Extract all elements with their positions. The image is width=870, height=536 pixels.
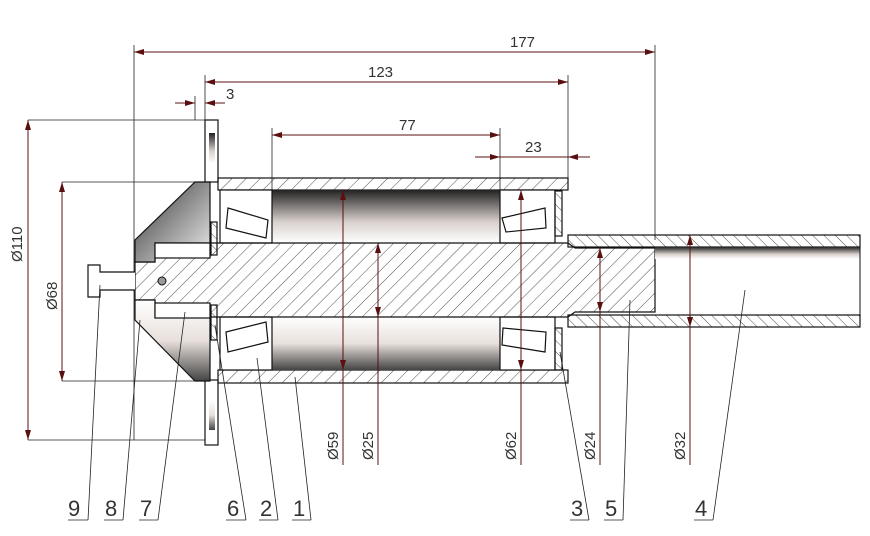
dim-3: 3 — [226, 86, 234, 103]
spacer-tube — [272, 190, 500, 243]
sleeve-upper — [154, 242, 211, 259]
bolt — [87, 264, 135, 298]
extension-lines — [28, 45, 656, 441]
part-label-5: 5 — [605, 496, 617, 521]
sleeve-lower — [154, 302, 211, 319]
dim-d59: Ø59 — [325, 432, 342, 460]
spacer-tube-lower — [272, 317, 500, 370]
part-label-6: 6 — [227, 496, 239, 521]
dim-23: 23 — [525, 139, 542, 156]
part-label-9: 9 — [68, 496, 80, 521]
part-label-2: 2 — [260, 496, 272, 521]
dim-d24: Ø24 — [582, 432, 599, 460]
dim-77: 77 — [399, 117, 416, 134]
dim-d68: Ø68 — [44, 282, 61, 310]
dim-177: 177 — [510, 34, 535, 51]
housing — [204, 119, 569, 446]
part-label-7: 7 — [140, 496, 152, 521]
dim-d32: Ø32 — [672, 432, 689, 460]
pin — [157, 276, 167, 286]
part-label-8: 8 — [105, 496, 117, 521]
leader-lines — [68, 284, 746, 521]
dimension-lines — [25, 49, 693, 465]
part-label-3: 3 — [571, 496, 583, 521]
dim-d25: Ø25 — [360, 432, 377, 460]
part-label-4: 4 — [695, 496, 707, 521]
part-label-1: 1 — [293, 496, 305, 521]
dim-123: 123 — [368, 64, 393, 81]
dim-d62: Ø62 — [503, 432, 520, 460]
tube — [567, 234, 861, 328]
dim-d110: Ø110 — [9, 226, 26, 262]
washer-lower — [210, 304, 218, 341]
bearing-left — [219, 189, 273, 371]
bearing-right — [499, 189, 563, 371]
washer — [210, 221, 218, 256]
